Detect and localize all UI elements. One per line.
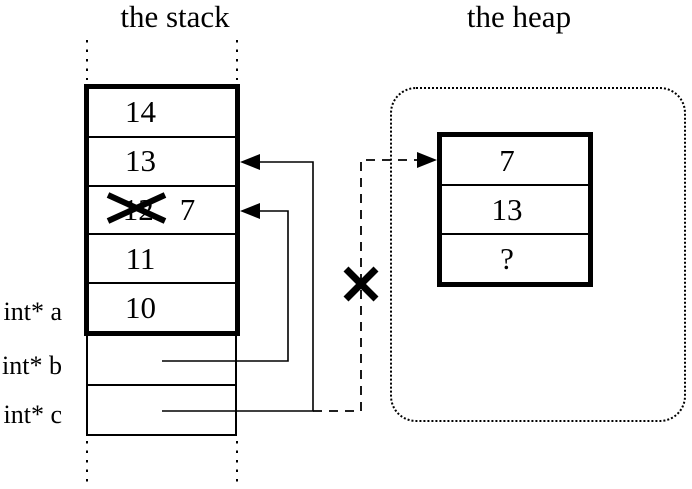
var-c-label: int* c (3, 400, 63, 429)
stack-cell-value: 10 (125, 289, 156, 325)
pointer-b-arrowhead-icon (240, 203, 260, 219)
heap-cell: 13 (442, 186, 588, 235)
stack-cell-value: 14 (125, 94, 156, 130)
stack-title: the stack (120, 0, 230, 34)
stack-cell: 14 (89, 89, 235, 138)
var-b-cell (88, 336, 235, 386)
stack-cell: 10 (89, 284, 235, 331)
pointer-c-arrowhead-icon (240, 154, 260, 170)
heap-cell: 7 (442, 137, 588, 186)
heap-cell: ? (442, 235, 588, 282)
heap-title: the heap (466, 0, 572, 34)
stack-frame: 14 13 12 7 11 10 (84, 84, 240, 336)
heap-cell-value: 7 (499, 142, 515, 178)
stack-cell: 11 (89, 235, 235, 285)
stack-cell-overwritten: 12 7 (89, 187, 235, 236)
stack-cell-new-value: 7 (179, 191, 196, 227)
heap-cell-value: 13 (491, 191, 523, 227)
invalid-pointer-cross-icon (343, 266, 379, 302)
stack-cell: 13 (89, 138, 235, 187)
var-c-cell (88, 386, 235, 434)
stack-extension-frame (86, 336, 237, 436)
heap-cell-value: ? (500, 240, 514, 276)
var-a-label: int* a (3, 297, 63, 326)
stack-cell-value: 13 (125, 143, 156, 179)
var-b-label: int* b (2, 351, 62, 380)
heap-block: 7 13 ? (437, 132, 593, 287)
stack-cell-value: 11 (125, 240, 156, 276)
stack-cell-old-value: 12 (122, 191, 154, 227)
